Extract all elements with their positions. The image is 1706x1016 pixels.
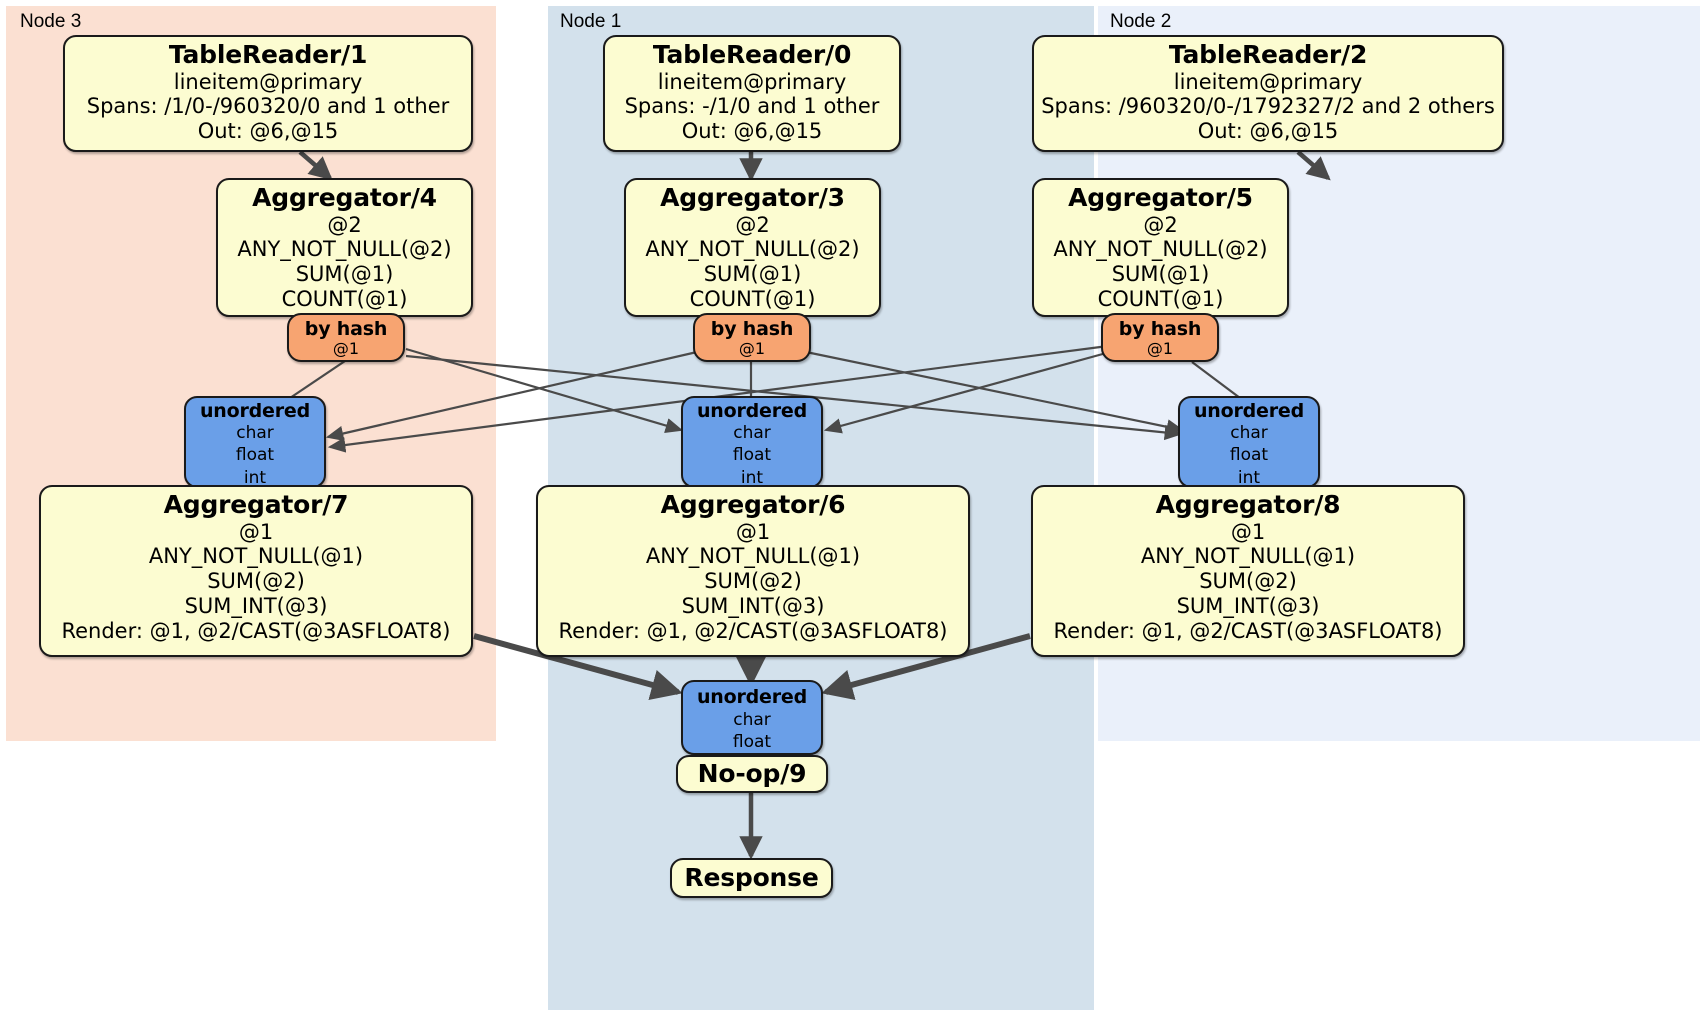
router-detail-col: @1 [1146, 339, 1174, 359]
router-type-char: char [1230, 423, 1268, 444]
router-detail-col: @1 [332, 339, 360, 359]
processor-detail-agg1: ANY_NOT_NULL(@1) [645, 544, 861, 569]
processor-detail-table: lineitem@primary [173, 69, 363, 94]
router-title: by hash [1118, 317, 1202, 340]
processor-detail-out: Out: @6,@15 [197, 119, 339, 144]
processor-detail-agg1: ANY_NOT_NULL(@2) [1053, 237, 1268, 262]
processor-aggregator-8[interactable]: Aggregator/8 @1 ANY_NOT_NULL(@1) SUM(@2)… [1031, 485, 1465, 657]
processor-aggregator-7[interactable]: Aggregator/7 @1 ANY_NOT_NULL(@1) SUM(@2)… [39, 485, 473, 657]
processor-title: Aggregator/3 [660, 183, 845, 212]
processor-tablereader-1[interactable]: TableReader/1 lineitem@primary Spans: /1… [63, 35, 473, 152]
processor-title: Response [684, 863, 819, 893]
processor-detail-spans: Spans: /960320/0-/1792327/2 and 2 others [1041, 94, 1495, 119]
router-title: by hash [710, 317, 794, 340]
router-type-char: char [733, 423, 771, 444]
processor-detail-table: lineitem@primary [1173, 69, 1363, 94]
router-type-char: char [236, 423, 274, 444]
processor-title: TableReader/2 [1168, 40, 1368, 69]
processor-tablereader-2[interactable]: TableReader/2 lineitem@primary Spans: /9… [1032, 35, 1504, 152]
processor-detail-spans: Spans: -/1/0 and 1 other [624, 94, 880, 119]
processor-detail-groupcols: @2 [327, 212, 362, 237]
processor-detail-groupcols: @1 [238, 519, 274, 544]
router-type-int: int [1237, 467, 1261, 488]
processor-detail-agg2: SUM(@1) [1111, 262, 1210, 287]
router-type-int: int [243, 467, 267, 488]
processor-title: TableReader/0 [652, 40, 852, 69]
router-type-float: float [235, 445, 275, 466]
processor-aggregator-6[interactable]: Aggregator/6 @1 ANY_NOT_NULL(@1) SUM(@2)… [536, 485, 970, 657]
router-title: unordered [1193, 399, 1305, 422]
processor-detail-render: Render: @1, @2/CAST(@3ASFLOAT8) [558, 618, 948, 643]
processor-detail-agg1: ANY_NOT_NULL(@1) [148, 544, 364, 569]
processor-noop-9[interactable]: No-op/9 [676, 755, 828, 793]
processor-detail-agg2: SUM(@2) [704, 569, 802, 594]
processor-title: Aggregator/5 [1068, 183, 1253, 212]
router-by-hash-mid[interactable]: by hash @1 [693, 313, 811, 362]
processor-response[interactable]: Response [670, 858, 833, 898]
processor-detail-spans: Spans: /1/0-/960320/0 and 1 other [86, 94, 450, 119]
router-unordered-right[interactable]: unordered char float int [1178, 396, 1320, 488]
node-label-node2: Node 2 [1110, 11, 1172, 32]
processor-tablereader-0[interactable]: TableReader/0 lineitem@primary Spans: -/… [603, 35, 901, 152]
processor-detail-groupcols: @2 [1143, 212, 1178, 237]
router-title: by hash [304, 317, 388, 340]
processor-detail-out: Out: @6,@15 [681, 119, 823, 144]
router-title: unordered [199, 399, 311, 422]
node-label-node1: Node 1 [560, 11, 622, 32]
processor-aggregator-5[interactable]: Aggregator/5 @2 ANY_NOT_NULL(@2) SUM(@1)… [1032, 178, 1289, 317]
router-type-float: float [1229, 445, 1269, 466]
router-unordered-mid[interactable]: unordered char float int [681, 396, 823, 488]
processor-detail-agg3: SUM_INT(@3) [184, 593, 328, 618]
processor-title: No-op/9 [697, 759, 807, 789]
processor-detail-table: lineitem@primary [657, 69, 847, 94]
processor-title: TableReader/1 [168, 40, 368, 69]
router-detail-col: @1 [738, 339, 766, 359]
router-type-int: int [740, 467, 764, 488]
processor-detail-agg1: ANY_NOT_NULL(@2) [237, 237, 452, 262]
processor-detail-render: Render: @1, @2/CAST(@3ASFLOAT8) [61, 618, 451, 643]
router-title: unordered [696, 399, 808, 422]
processor-detail-agg3: COUNT(@1) [1097, 286, 1224, 311]
processor-detail-agg2: SUM(@2) [1199, 569, 1297, 594]
processor-detail-agg3: SUM_INT(@3) [681, 593, 825, 618]
processor-aggregator-4[interactable]: Aggregator/4 @2 ANY_NOT_NULL(@2) SUM(@1)… [216, 178, 473, 317]
processor-detail-agg3: COUNT(@1) [281, 286, 408, 311]
processor-title: Aggregator/6 [660, 490, 846, 519]
processor-aggregator-3[interactable]: Aggregator/3 @2 ANY_NOT_NULL(@2) SUM(@1)… [624, 178, 881, 317]
processor-detail-groupcols: @1 [735, 519, 771, 544]
router-by-hash-left[interactable]: by hash @1 [287, 313, 405, 362]
router-unordered-left[interactable]: unordered char float int [184, 396, 326, 488]
processor-detail-agg2: SUM(@2) [207, 569, 305, 594]
processor-detail-groupcols: @2 [735, 212, 770, 237]
router-title: unordered [696, 686, 808, 709]
router-type-float: float [732, 732, 772, 753]
router-by-hash-right[interactable]: by hash @1 [1101, 313, 1219, 362]
processor-detail-agg2: SUM(@1) [295, 262, 394, 287]
processor-detail-agg3: SUM_INT(@3) [1176, 593, 1320, 618]
processor-title: Aggregator/4 [252, 183, 437, 212]
router-type-char: char [733, 709, 771, 730]
processor-detail-agg1: ANY_NOT_NULL(@2) [645, 237, 860, 262]
node-label-node3: Node 3 [20, 11, 82, 32]
router-unordered-final[interactable]: unordered char float [681, 680, 823, 755]
processor-detail-agg1: ANY_NOT_NULL(@1) [1140, 544, 1356, 569]
processor-title: Aggregator/8 [1155, 490, 1341, 519]
processor-detail-agg3: COUNT(@1) [689, 286, 816, 311]
processor-detail-agg2: SUM(@1) [703, 262, 802, 287]
processor-detail-render: Render: @1, @2/CAST(@3ASFLOAT8) [1053, 618, 1443, 643]
processor-title: Aggregator/7 [163, 490, 349, 519]
processor-detail-out: Out: @6,@15 [1197, 119, 1339, 144]
processor-detail-groupcols: @1 [1230, 519, 1266, 544]
router-type-float: float [732, 445, 772, 466]
